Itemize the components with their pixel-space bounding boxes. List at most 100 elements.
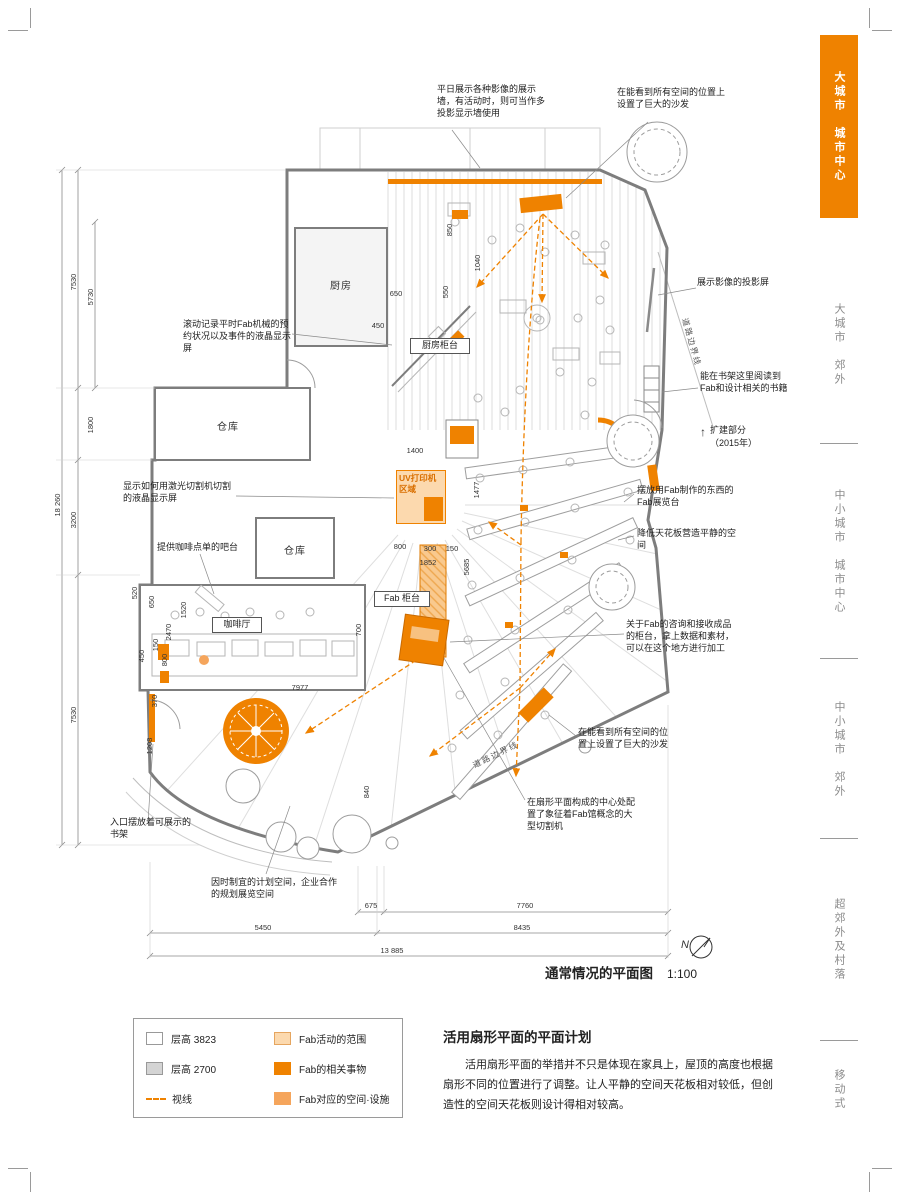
crop-mark <box>869 8 870 28</box>
dim-label: 3200 <box>69 512 78 529</box>
annotation-fab-reception: 关于Fab的咨询和接收成品的柜台，拿上数据和素材，可以在这个地方进行加工 <box>626 619 735 654</box>
dim-label: 850 <box>445 224 454 237</box>
plan-caption: 通常情况的平面图 1:100 <box>545 962 697 982</box>
description-title: 活用扇形平面的平面计划 <box>443 1030 592 1045</box>
dimension-lines <box>58 166 672 960</box>
dim-label: 675 <box>365 901 378 910</box>
sidebar-divider <box>820 1040 858 1041</box>
legend-label: 层高 2700 <box>171 1065 217 1076</box>
description-body: 活用扇形平面的举措并不只是体现在家具上，屋顶的高度也根据扇形不同的位置进行了调整… <box>443 1059 773 1111</box>
legend-swatch-height-2700 <box>146 1062 163 1075</box>
annotation-plan-space: 因时制宜的计划空间，企业合作的规划展览空间 <box>211 877 338 900</box>
sight-lines <box>304 213 609 778</box>
sidebar-divider <box>820 658 858 659</box>
large-cutting-machine <box>398 613 450 667</box>
legend-label: 视线 <box>172 1095 192 1106</box>
description-block: 活用扇形平面的平面计划 活用扇形平面的举措并不只是体现在家具上，屋顶的高度也根据… <box>443 1026 778 1115</box>
annotation-low-ceiling: 降低天花板营造平静的空间 <box>637 528 737 551</box>
entrance-bookshelf <box>149 694 155 742</box>
fab-item <box>505 622 513 628</box>
tab-mid-city-center: 中小城市 城市中心 <box>833 489 845 615</box>
room-label-warehouse-1: 仓库 <box>217 420 239 433</box>
dim-label: 840 <box>362 786 371 799</box>
dim-label: 150 <box>151 639 160 652</box>
tab-mid-city-suburb: 中小城市 郊外 <box>833 701 845 799</box>
roof-outline <box>319 127 601 171</box>
coffee-counter-item <box>158 644 169 660</box>
big-sofa-top <box>519 193 563 214</box>
fab-symbol-circle <box>223 698 289 764</box>
tab-big-city-suburb: 大城市 郊外 <box>833 302 845 387</box>
extension-lines <box>56 169 669 958</box>
annotation-sofa-top: 在能看到所有空间的位置上设置了巨大的沙发 <box>617 87 726 110</box>
dim-label: 450 <box>372 321 385 330</box>
tab-mobile: 移动式 <box>833 1069 845 1111</box>
fab-item <box>520 505 528 511</box>
dim-label: 370 <box>150 695 159 708</box>
cafe-label: 咖啡厅 <box>212 617 262 633</box>
uv-printer-area: UV打印机区域 <box>396 470 446 524</box>
dim-label: 1400 <box>407 446 424 455</box>
uv-printer-machine <box>424 497 443 521</box>
warehouse-room-1 <box>154 387 311 461</box>
dim-label: 650 <box>390 289 403 298</box>
annotation-big-cutter: 在扇形平面构成的中心处配置了象征着Fab馆概念的大型切割机 <box>527 797 636 832</box>
dim-label: 2470 <box>164 624 173 641</box>
dim-label: 1520 <box>179 602 188 619</box>
annotation-display-wall: 平日展示各种影像的展示墙，有活动时，则可当作多投影显示墙使用 <box>437 84 546 119</box>
road-boundary-label-top: 道路边界线 <box>680 317 703 368</box>
legend-swatch-fab-range <box>274 1032 291 1045</box>
caption-title: 通常情况的平面图 <box>545 966 653 981</box>
dim-label: 300 <box>424 544 437 553</box>
leader-lines <box>147 121 699 875</box>
door-arcs <box>149 359 663 730</box>
fab-counter-label: Fab 柜台 <box>374 591 430 607</box>
dim-label: 1477 <box>472 482 481 499</box>
sidebar-divider <box>820 443 858 444</box>
annotation-sofa-fan: 在能看到所有空间的位置上设置了巨大的沙发 <box>578 727 669 750</box>
road-boundary-curve <box>132 777 333 863</box>
bookshelf-right <box>643 365 660 413</box>
cafe-equipment <box>151 584 358 677</box>
expansion-note: ↑ 扩建部分 （2015年） <box>700 424 757 449</box>
crop-mark <box>8 30 28 31</box>
cafe-room <box>139 584 366 691</box>
legend-swatch-height-3823 <box>146 1032 163 1045</box>
dim-label: 5730 <box>86 289 95 306</box>
room-label-kitchen: 厨房 <box>330 279 352 292</box>
dim-label: 150 <box>446 544 459 553</box>
floor-plan-drawing: 厨房 仓库 仓库 道路边界线 道路边界线 N 18 260 7530 5730 … <box>53 121 715 960</box>
dim-label: 550 <box>441 286 450 299</box>
fab-display-stand <box>647 464 660 492</box>
uv-printer-label: UV打印机区域 <box>399 473 437 494</box>
dim-label: 800 <box>160 654 169 667</box>
tab-exurb-village: 超郊外及村落 <box>833 898 845 982</box>
projector-screen <box>645 267 656 333</box>
dim-label: 520 <box>130 587 139 600</box>
north-arrow <box>689 935 713 959</box>
dim-label: 7530 <box>69 707 78 724</box>
crop-mark <box>869 1172 870 1192</box>
room-label-warehouse-2: 仓库 <box>284 544 306 557</box>
dim-label: 700 <box>354 624 363 637</box>
legend-swatch-fab-things <box>274 1062 291 1075</box>
legend-label: Fab对应的空间·设施 <box>299 1095 390 1106</box>
tab-big-city-center: 大城市 城市中心 <box>820 35 858 218</box>
annotation-lcd-schedule: 滚动记录平时Fab机械的预约状况以及事件的液晶显示屏 <box>183 319 292 354</box>
dim-label: 1040 <box>473 255 482 272</box>
dim-label: 5685 <box>462 559 471 576</box>
dim-label: 7760 <box>517 901 534 910</box>
legend: 层高 3823 层高 2700 视线 Fab活动的范围 Fab的相关事物 Fab… <box>133 1018 403 1118</box>
crop-mark <box>8 1168 28 1169</box>
legend-label: Fab的相关事物 <box>299 1065 367 1076</box>
annotation-bookshelf: 能在书架这里阅读到Fab和设计相关的书籍 <box>700 371 788 394</box>
sidebar-divider <box>820 838 858 839</box>
annotation-entrance-shelf: 入口摆放着可展示的书架 <box>110 817 192 840</box>
dim-label: 800 <box>394 542 407 551</box>
legend-label: Fab活动的范围 <box>299 1035 367 1046</box>
display-wall <box>388 179 602 184</box>
legend-label: 层高 3823 <box>171 1035 217 1046</box>
annotation-coffee-counter: 提供咖啡点单的吧台 <box>157 542 239 552</box>
annotation-laser-lcd: 显示如何用激光切割机切割的液晶显示屏 <box>123 481 232 504</box>
